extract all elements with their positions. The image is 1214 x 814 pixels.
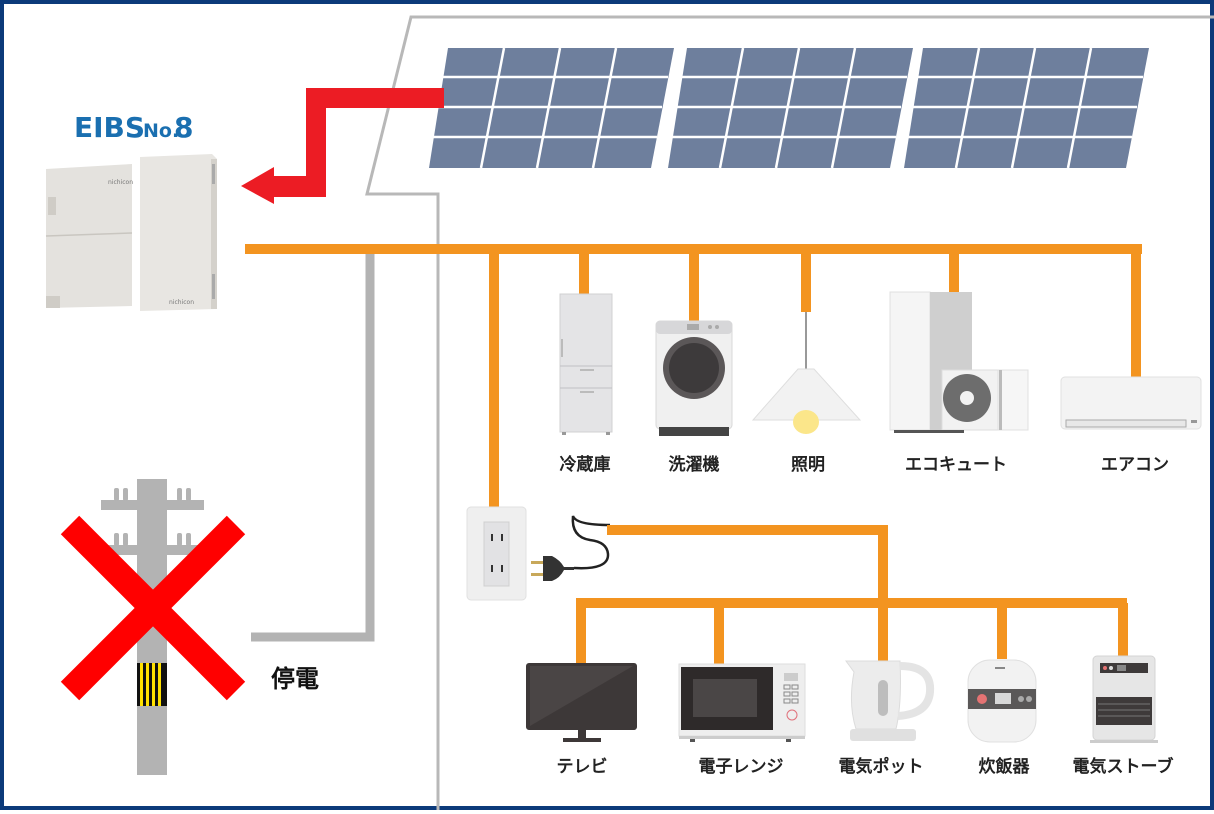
wall-outlet-icon <box>466 506 527 601</box>
solar-flow-arrow <box>241 88 444 204</box>
power-outage-label: 停電 <box>271 665 319 693</box>
eibs-unit-image: nichicon nichicon <box>45 154 217 311</box>
rice-cooker-icon <box>967 659 1037 743</box>
power-diagram: EIBS No. 8 nichicon nichicon <box>45 15 1214 810</box>
house-outline <box>365 15 1214 810</box>
svg-text:nichicon: nichicon <box>108 179 133 186</box>
microwave-icon <box>678 663 806 742</box>
solar-panel <box>904 47 1149 169</box>
solar-panel <box>668 47 913 169</box>
label-lighting: 照明 <box>791 455 825 475</box>
grid-power-line <box>251 254 375 642</box>
label-electric-heater: 電気ストーブ <box>1073 756 1174 777</box>
product-name: EIBS <box>74 111 145 144</box>
ecocute-icon <box>889 291 1029 433</box>
label-microwave: 電子レンジ <box>699 757 784 777</box>
outlet-power-circuit <box>576 525 1128 667</box>
pendant-light-icon <box>751 312 862 434</box>
label-electric-kettle: 電気ポット <box>839 756 924 777</box>
svg-text:nichicon: nichicon <box>169 299 194 306</box>
tv-icon <box>526 663 637 742</box>
refrigerator-icon <box>559 293 613 435</box>
solar-panel <box>429 47 674 169</box>
washing-machine-icon <box>655 320 733 436</box>
electric-kettle-icon <box>845 660 935 741</box>
label-rice-cooker: 炊飯器 <box>979 756 1031 777</box>
plug-icon <box>531 515 611 581</box>
label-refrigerator: 冷蔵庫 <box>560 454 611 475</box>
main-power-circuit <box>245 244 1142 509</box>
power-outage-cross-icon <box>60 515 246 701</box>
label-ecocute: エコキュート <box>905 455 1007 475</box>
label-air-conditioner: エアコン <box>1101 455 1169 475</box>
label-tv: テレビ <box>557 757 608 777</box>
solar-array <box>429 47 1149 169</box>
product-model-prefix: No. <box>143 120 179 142</box>
label-washing-machine: 洗濯機 <box>669 454 720 475</box>
product-model-number: 8 <box>174 111 193 144</box>
electric-heater-icon <box>1090 655 1158 743</box>
air-conditioner-icon <box>1060 376 1202 430</box>
